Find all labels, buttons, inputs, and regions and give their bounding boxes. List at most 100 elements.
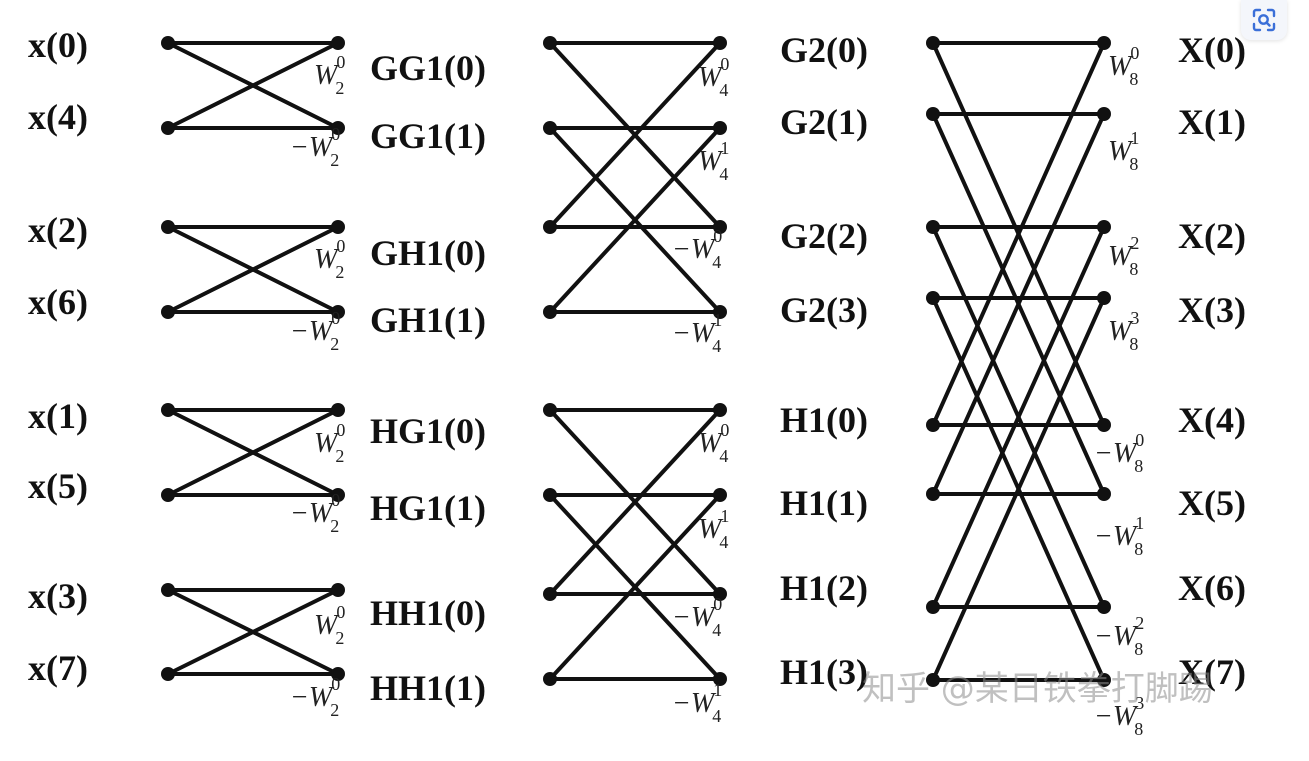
node-dot bbox=[331, 488, 345, 502]
output-label: X(6) bbox=[1178, 568, 1246, 608]
node-dot bbox=[1097, 418, 1111, 432]
input-label: x(1) bbox=[28, 396, 88, 436]
output-label: X(7) bbox=[1178, 652, 1246, 692]
twiddle-factor: −W83 bbox=[1094, 693, 1144, 739]
node-dot bbox=[926, 291, 940, 305]
node-dot bbox=[543, 220, 557, 234]
output-label: X(0) bbox=[1178, 30, 1246, 70]
stage2-label: G2(3) bbox=[780, 290, 868, 330]
twiddle-factor: −W20 bbox=[290, 308, 340, 354]
butterfly-line bbox=[931, 296, 1106, 682]
stage2-labels: G2(0) G2(1) G2(2) G2(3) H1(0) H1(1) H1(2… bbox=[780, 30, 868, 692]
butterfly-lines bbox=[166, 41, 1106, 682]
node-dot bbox=[331, 583, 345, 597]
stage1-label: HG1(1) bbox=[370, 488, 486, 528]
twiddle-factor: −W81 bbox=[1094, 513, 1144, 559]
stage2-label: G2(2) bbox=[780, 216, 868, 256]
node-dot bbox=[1097, 487, 1111, 501]
node-dot bbox=[161, 220, 175, 234]
node-dot bbox=[1097, 36, 1111, 50]
stage1-label: HH1(0) bbox=[370, 593, 486, 633]
node-dot bbox=[1097, 600, 1111, 614]
node-dot bbox=[1097, 107, 1111, 121]
node-dot bbox=[713, 121, 727, 135]
twiddle-factor: −W40 bbox=[672, 594, 722, 640]
node-dot bbox=[331, 305, 345, 319]
node-dot bbox=[161, 667, 175, 681]
twiddle-factor: W41 bbox=[698, 138, 729, 184]
watermark-text: 知乎 @某日铁拳打脚踢 bbox=[862, 669, 1213, 709]
node-dot bbox=[1097, 291, 1111, 305]
node-dot bbox=[926, 487, 940, 501]
twiddle-factor: W83 bbox=[1108, 308, 1139, 354]
butterfly-line bbox=[548, 41, 722, 229]
input-label: x(4) bbox=[28, 97, 88, 137]
node-dot bbox=[331, 220, 345, 234]
node-dot bbox=[713, 305, 727, 319]
node-dot bbox=[161, 36, 175, 50]
node-dot bbox=[926, 673, 940, 687]
stage2-label: H1(1) bbox=[780, 483, 868, 523]
butterfly-line bbox=[548, 126, 722, 314]
stage2-label: G2(0) bbox=[780, 30, 868, 70]
stage1-label: HG1(0) bbox=[370, 411, 486, 451]
node-dot bbox=[713, 403, 727, 417]
node-dot bbox=[331, 36, 345, 50]
stage1-label: GG1(0) bbox=[370, 48, 486, 88]
node-dot bbox=[713, 587, 727, 601]
node-dot bbox=[161, 305, 175, 319]
twiddle-factor: W80 bbox=[1108, 43, 1139, 89]
node-dot bbox=[926, 600, 940, 614]
twiddle-factor-labels: W20−W20W20−W20W20−W20W20−W20W40W41−W40−W… bbox=[290, 43, 1144, 739]
twiddle-factor: −W41 bbox=[672, 680, 722, 726]
node-dot bbox=[1097, 220, 1111, 234]
node-dot bbox=[713, 36, 727, 50]
stage1-label: GH1(1) bbox=[370, 300, 486, 340]
output-label: X(3) bbox=[1178, 290, 1246, 330]
butterfly-line bbox=[166, 588, 340, 676]
visual-search-icon bbox=[1252, 8, 1276, 32]
twiddle-factor: W20 bbox=[314, 602, 345, 648]
input-label: x(6) bbox=[28, 282, 88, 322]
twiddle-factor: W20 bbox=[314, 236, 345, 282]
node-dot bbox=[926, 418, 940, 432]
node-dot bbox=[543, 121, 557, 135]
stage2-label: H1(0) bbox=[780, 400, 868, 440]
twiddle-factor: W20 bbox=[314, 420, 345, 466]
stage1-labels: GG1(0) GG1(1) GH1(0) GH1(1) HG1(0) HG1(1… bbox=[370, 48, 486, 708]
node-dot bbox=[331, 403, 345, 417]
butterfly-line bbox=[166, 408, 340, 497]
node-dot bbox=[926, 220, 940, 234]
twiddle-factor: −W80 bbox=[1094, 430, 1144, 476]
visual-search-button[interactable] bbox=[1241, 0, 1287, 40]
stage2-label: H1(2) bbox=[780, 568, 868, 608]
butterfly-line bbox=[931, 112, 1106, 496]
node-dot bbox=[543, 488, 557, 502]
twiddle-factor: −W20 bbox=[290, 674, 340, 720]
output-labels: X(0) X(1) X(2) X(3) X(4) X(5) X(6) X(7) bbox=[1178, 30, 1246, 692]
node-dot bbox=[161, 488, 175, 502]
node-dot bbox=[713, 220, 727, 234]
twiddle-factor: W81 bbox=[1108, 128, 1139, 174]
stage1-label: GH1(0) bbox=[370, 233, 486, 273]
node-dots bbox=[161, 36, 1111, 687]
twiddle-factor: −W82 bbox=[1094, 613, 1144, 659]
input-label: x(2) bbox=[28, 210, 88, 250]
butterfly-line bbox=[931, 225, 1106, 609]
output-label: X(1) bbox=[1178, 102, 1246, 142]
twiddle-factor: −W41 bbox=[672, 310, 722, 356]
stage1-label: HH1(1) bbox=[370, 668, 486, 708]
node-dot bbox=[713, 672, 727, 686]
twiddle-factor: −W20 bbox=[290, 490, 340, 536]
input-labels: x(0) x(4) x(2) x(6) x(1) x(5) x(3) x(7) bbox=[28, 25, 88, 688]
input-label: x(7) bbox=[28, 648, 88, 688]
butterfly-line bbox=[166, 41, 340, 130]
stage1-label: GG1(1) bbox=[370, 116, 486, 156]
butterfly-line bbox=[166, 225, 340, 314]
twiddle-factor: −W40 bbox=[672, 226, 722, 272]
twiddle-factor: −W20 bbox=[290, 124, 340, 170]
twiddle-factor: W82 bbox=[1108, 233, 1139, 279]
stage2-label: G2(1) bbox=[780, 102, 868, 142]
input-label: x(0) bbox=[28, 25, 88, 65]
node-dot bbox=[926, 36, 940, 50]
